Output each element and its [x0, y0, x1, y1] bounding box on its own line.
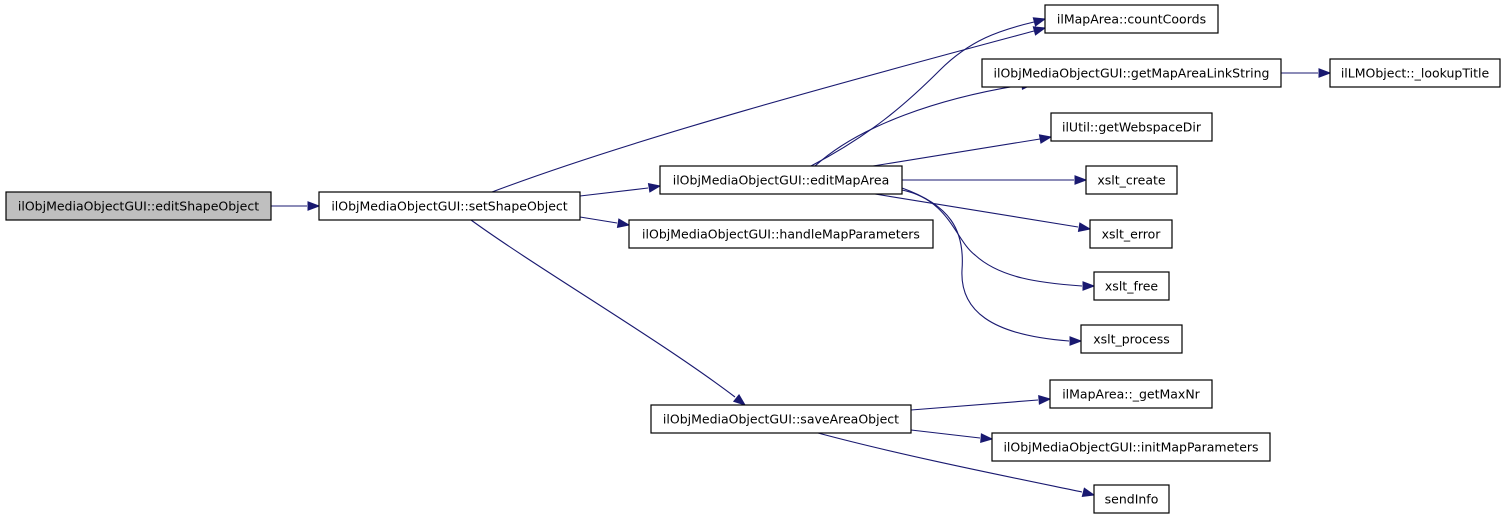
- edge-line: [810, 21, 1035, 167]
- edge-setShapeObject-to-countCoords: [491, 26, 1047, 193]
- edge-line: [470, 219, 736, 398]
- edge-line: [491, 30, 1035, 193]
- edge-line: [910, 429, 981, 439]
- node-box: [318, 191, 581, 221]
- edges-layer: [271, 17, 1332, 497]
- edge-line: [579, 187, 649, 197]
- node-label: ilObjMediaObjectGUI::initMapParameters: [1003, 440, 1258, 455]
- arrowhead: [732, 393, 747, 406]
- node-box: [981, 58, 1282, 88]
- node-initMapParameters[interactable]: ilObjMediaObjectGUI::initMapParameters: [991, 432, 1271, 462]
- arrowhead: [1038, 134, 1053, 144]
- arrowhead: [980, 433, 994, 443]
- node-box: [1080, 324, 1183, 354]
- node-lookupTitle[interactable]: ilLMObject::_lookupTitle: [1329, 58, 1501, 88]
- node-label: xslt_error: [1102, 227, 1162, 242]
- node-label: xslt_create: [1097, 173, 1166, 188]
- node-handleMapParameters[interactable]: ilObjMediaObjectGUI::handleMapParameters: [628, 219, 934, 249]
- node-xslt_create[interactable]: xslt_create: [1085, 165, 1178, 195]
- edge-saveAreaObject-to-sendInfo: [817, 432, 1096, 497]
- edge-editMapArea-to-xslt_free: [901, 189, 1096, 291]
- edge-setShapeObject-to-handleMapParameters: [579, 216, 631, 228]
- node-label: ilObjMediaObjectGUI::saveAreaObject: [663, 412, 899, 427]
- arrowhead: [647, 183, 662, 193]
- node-box: [1093, 484, 1170, 514]
- node-editMapArea[interactable]: ilObjMediaObjectGUI::editMapArea: [659, 165, 903, 195]
- arrowhead: [1318, 68, 1332, 78]
- arrowhead: [1032, 17, 1047, 27]
- edge-editMapArea-to-xslt_process: [901, 187, 1083, 346]
- edge-editMapArea-to-xslt_create: [902, 175, 1088, 185]
- node-label: ilObjMediaObjectGUI::setShapeObject: [331, 199, 567, 214]
- node-label: ilLMObject::_lookupTitle: [1341, 66, 1490, 81]
- arrowhead: [1082, 281, 1096, 291]
- node-label: xslt_free: [1105, 279, 1158, 294]
- edge-line: [910, 399, 1039, 411]
- arrowhead: [1032, 26, 1047, 36]
- edge-line: [872, 138, 1041, 167]
- edge-line: [579, 216, 618, 224]
- edge-line: [817, 432, 1083, 493]
- node-box: [1093, 271, 1170, 301]
- node-label: ilObjMediaObjectGUI::editMapArea: [673, 173, 890, 188]
- node-countCoords[interactable]: ilMapArea::countCoords: [1044, 4, 1219, 34]
- edge-line: [814, 84, 1023, 167]
- edge-editMapArea-to-xslt_error: [874, 193, 1092, 232]
- node-label: ilObjMediaObjectGUI::editShapeObject: [18, 199, 259, 214]
- node-getMapAreaLinkString[interactable]: ilObjMediaObjectGUI::getMapAreaLinkStrin…: [981, 58, 1282, 88]
- node-xslt_error[interactable]: xslt_error: [1089, 219, 1173, 249]
- node-label: ilMapArea::countCoords: [1057, 12, 1206, 27]
- edge-saveAreaObject-to-initMapParameters: [910, 429, 994, 443]
- node-box: [1089, 219, 1173, 249]
- node-xslt_process[interactable]: xslt_process: [1080, 324, 1183, 354]
- node-box: [1044, 4, 1219, 34]
- node-box: [1050, 112, 1213, 142]
- node-label: ilObjMediaObjectGUI::getMapAreaLinkStrin…: [994, 66, 1270, 81]
- node-xslt_free[interactable]: xslt_free: [1093, 271, 1170, 301]
- node-label: xslt_process: [1093, 332, 1170, 347]
- edge-line: [874, 193, 1079, 228]
- arrowhead: [1077, 222, 1092, 232]
- node-box: [650, 404, 912, 434]
- node-saveAreaObject[interactable]: ilObjMediaObjectGUI::saveAreaObject: [650, 404, 912, 434]
- node-setShapeObject[interactable]: ilObjMediaObjectGUI::setShapeObject: [318, 191, 581, 221]
- edge-editMapArea-to-getMapAreaLinkString: [814, 80, 1035, 167]
- arrowhead: [307, 201, 321, 211]
- node-box: [1049, 379, 1213, 409]
- arrowhead: [1069, 336, 1083, 346]
- node-label: ilMapArea::_getMaxNr: [1062, 387, 1200, 402]
- node-box: [1329, 58, 1501, 88]
- node-getWebspaceDir[interactable]: ilUtil::getWebspaceDir: [1050, 112, 1213, 142]
- node-box: [5, 191, 272, 221]
- node-label: sendInfo: [1105, 492, 1159, 507]
- edge-line: [901, 187, 1070, 342]
- arrowhead: [1074, 175, 1088, 185]
- edge-editMapArea-to-getWebspaceDir: [872, 134, 1053, 167]
- node-box: [628, 219, 934, 249]
- node-editShapeObject[interactable]: ilObjMediaObjectGUI::editShapeObject: [5, 191, 272, 221]
- node-label: ilObjMediaObjectGUI::handleMapParameters: [642, 227, 920, 242]
- node-box: [1085, 165, 1178, 195]
- edge-editMapArea-to-countCoords: [810, 17, 1047, 167]
- arrowhead: [1038, 395, 1052, 405]
- arrowhead: [616, 218, 631, 228]
- node-box: [659, 165, 903, 195]
- edge-getMapAreaLinkString-to-lookupTitle: [1281, 68, 1332, 78]
- edge-line: [901, 189, 1083, 287]
- edge-setShapeObject-to-editMapArea: [579, 183, 662, 197]
- node-box: [991, 432, 1271, 462]
- arrowhead: [1081, 487, 1096, 497]
- node-label: ilUtil::getWebspaceDir: [1062, 120, 1202, 135]
- edge-setShapeObject-to-saveAreaObject: [470, 219, 747, 406]
- edge-editShapeObject-to-setShapeObject: [271, 201, 321, 211]
- node-sendInfo[interactable]: sendInfo: [1093, 484, 1170, 514]
- node-getMaxNr[interactable]: ilMapArea::_getMaxNr: [1049, 379, 1213, 409]
- edge-saveAreaObject-to-getMaxNr: [910, 395, 1052, 411]
